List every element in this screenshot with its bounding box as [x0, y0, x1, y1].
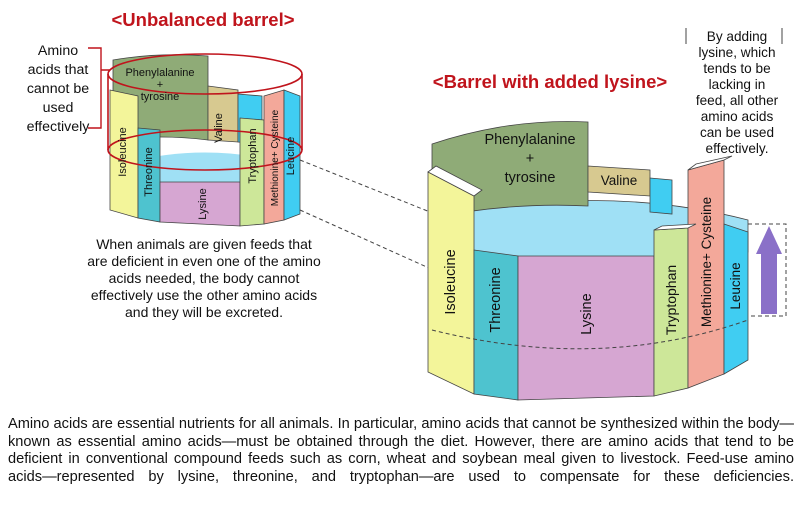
- unbalanced-barrel-title: <Unbalanced barrel>: [111, 9, 294, 30]
- note-line: amino acids: [701, 109, 774, 124]
- note-line: are deficient in even one of the amino: [87, 253, 321, 269]
- label-tyrosine: tyrosine: [505, 170, 556, 186]
- label-tyrosine: tyrosine: [141, 91, 180, 103]
- barrel-diagram: <Unbalanced barrel> <Barrel with added l…: [27, 9, 787, 401]
- label-lysine: Lysine: [579, 293, 595, 334]
- caption-text: Amino acids are essential nutrients for …: [8, 416, 794, 485]
- label-leucine: Leucine: [285, 137, 297, 176]
- note-line: cannot be: [27, 81, 89, 97]
- note-bracket: [88, 47, 110, 129]
- note-line: Amino: [38, 43, 78, 59]
- note-line: acids that: [28, 62, 89, 78]
- label-isoleucine: Isoleucine: [117, 127, 129, 177]
- stave-leucine-back: [649, 177, 673, 215]
- stave-top: [427, 165, 483, 197]
- note-line: and they will be excreted.: [125, 304, 283, 320]
- note-line: used: [43, 100, 74, 116]
- note-line: lacking in: [709, 77, 766, 92]
- label-phenylalanine: Phenylalanine: [484, 132, 575, 148]
- note-line: effectively.: [706, 141, 769, 156]
- label-leucine: Leucine: [728, 262, 743, 309]
- adding-lysine-note: By adding lysine, which tends to be lack…: [696, 29, 779, 156]
- unused-amino-acids-note: Amino acids that cannot be used effectiv…: [27, 43, 91, 135]
- note-line: When animals are given feeds that: [96, 236, 312, 252]
- label-valine: Valine: [601, 173, 638, 188]
- note-line: effectively use the other amino acids: [91, 287, 317, 303]
- added-lysine-barrel: Phenylalanine + tyrosine Valine Isoleuci…: [427, 121, 749, 401]
- stave-leucine: [723, 223, 749, 375]
- water-level-line: [431, 319, 749, 350]
- label-valine: Valine: [213, 113, 225, 143]
- note-line: can be used: [700, 125, 774, 140]
- label-methionine: Methionine+ Cysteine: [270, 109, 281, 206]
- note-line: By adding: [707, 29, 767, 44]
- label-tryptophan: Tryptophan: [663, 265, 679, 335]
- label-plus: +: [526, 151, 534, 167]
- label-lysine: Lysine: [197, 188, 209, 219]
- stave-top: [687, 155, 733, 171]
- deficiency-note: When animals are given feeds that are de…: [87, 236, 321, 320]
- note-line: tends to be: [703, 61, 770, 76]
- unbalanced-barrel: Phenylalanine + tyrosine Valine Isoleuci…: [107, 53, 303, 227]
- up-arrow-icon: [756, 226, 782, 314]
- note-line: effectively: [27, 119, 91, 135]
- note-bracket: [685, 28, 783, 44]
- label-isoleucine: Isoleucine: [443, 249, 459, 314]
- label-tryptophan: Tryptophan: [247, 128, 259, 183]
- label-threonine: Threonine: [143, 147, 155, 197]
- note-line: acids needed, the body cannot: [109, 270, 300, 286]
- label-plus: +: [157, 79, 163, 91]
- label-phenylalanine: Phenylalanine: [125, 67, 194, 79]
- note-line: lysine, which: [698, 45, 775, 60]
- level-bracket: [748, 223, 787, 317]
- label-threonine: Threonine: [488, 267, 504, 332]
- label-methionine: Methionine+ Cysteine: [699, 197, 714, 327]
- stave-top: [653, 223, 697, 231]
- stave-leucine: [283, 89, 301, 221]
- note-line: feed, all other: [696, 93, 779, 108]
- added-lysine-barrel-title: <Barrel with added lysine>: [433, 71, 668, 92]
